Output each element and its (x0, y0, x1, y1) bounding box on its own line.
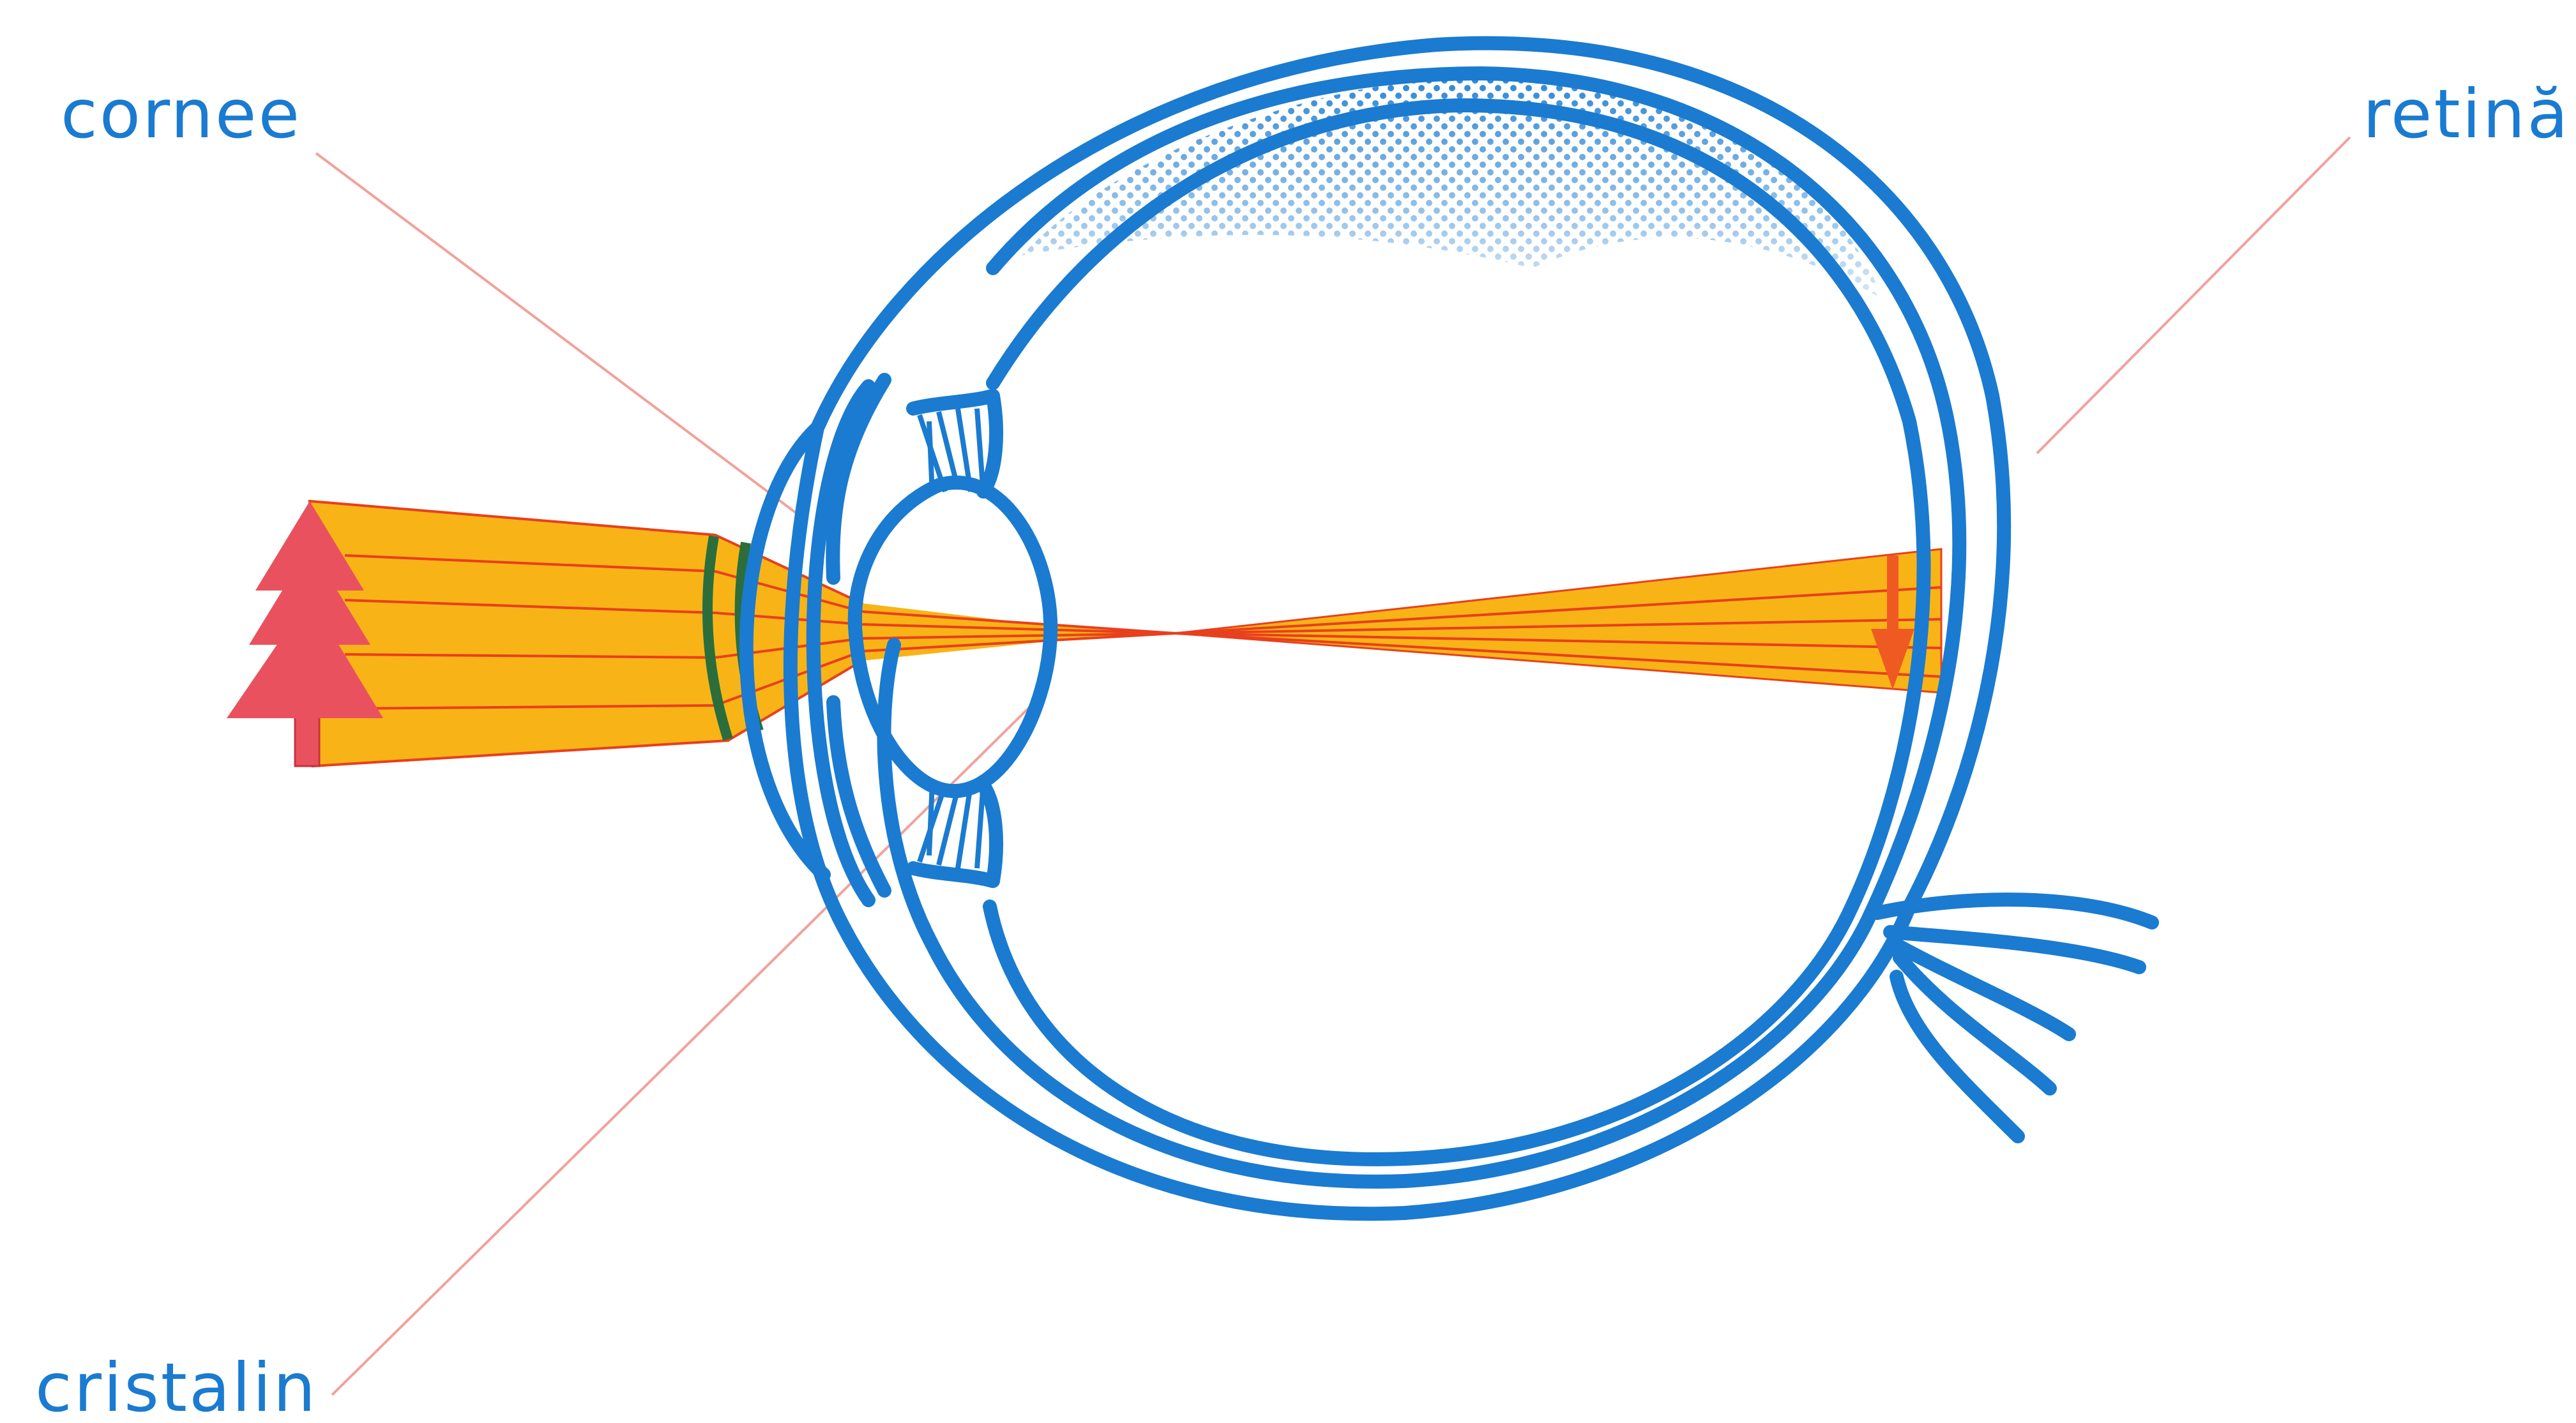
retina-leader-line (2037, 137, 2350, 453)
cornea-leader-line (316, 153, 806, 520)
retina-label: retină (2363, 75, 2570, 153)
lens-label: cristalin (35, 1349, 317, 1423)
incoming-beam (310, 501, 862, 766)
cornea-label: cornee (61, 75, 301, 153)
light-beam (310, 501, 1941, 766)
optic-nerve-upper (1877, 900, 2152, 922)
